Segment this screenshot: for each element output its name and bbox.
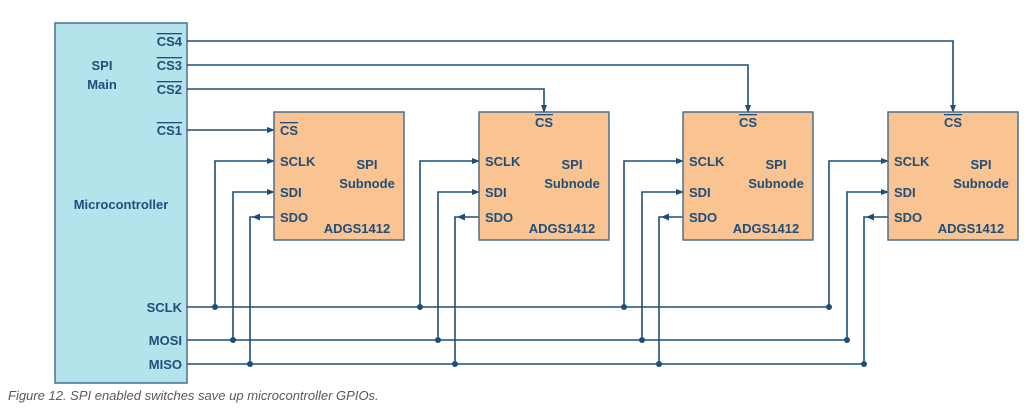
subnode-sclk-label-2: SCLK <box>485 154 521 169</box>
main-title-line1: SPI <box>92 58 113 73</box>
subnode-title-line1-3: SPI <box>766 157 787 172</box>
sdi-wire-2 <box>437 189 480 340</box>
sdo-wire-1 <box>249 216 274 364</box>
cs4-wire <box>187 40 956 113</box>
sdo-arrow-icon-4 <box>866 213 874 221</box>
subnode-sdo-label-2: SDO <box>485 210 513 225</box>
subnode-box-2 <box>478 111 610 241</box>
subnode-sdi-label-3: SDI <box>689 185 711 200</box>
subnode-cs-label-3: CS <box>739 115 757 130</box>
junction-dot-miso-2 <box>452 361 458 367</box>
subnode-title-line2-2: Subnode <box>544 176 600 191</box>
cs-label-cs3: CS3 <box>157 58 182 73</box>
junction-dot-mosi-2 <box>435 337 441 343</box>
sdi-wire-1 <box>232 189 275 340</box>
sclk-wire-1 <box>214 158 275 307</box>
cs-label-cs1: CS1 <box>157 123 182 138</box>
junction-dot-sclk-4 <box>826 304 832 310</box>
cs-label-cs4: CS4 <box>157 34 183 49</box>
sdo-wire-4 <box>863 216 888 364</box>
sdi-wire-4 <box>846 189 889 340</box>
sdo-wire-2 <box>454 216 479 364</box>
junction-dot-sclk-2 <box>417 304 423 310</box>
subnode-sclk-label-3: SCLK <box>689 154 725 169</box>
subnode-part-label-2: ADGS1412 <box>529 221 595 236</box>
subnode-title-line1-2: SPI <box>562 157 583 172</box>
junction-dot-miso-3 <box>656 361 662 367</box>
bus-label-mosi: MOSI <box>149 333 182 348</box>
subnode-cs-label-1: CS <box>280 123 298 138</box>
sdo-arrow-icon-2 <box>457 213 465 221</box>
sclk-wire-3 <box>623 158 684 307</box>
junction-dot-sclk-3 <box>621 304 627 310</box>
subnode-box-3 <box>682 111 814 241</box>
subnode-part-label-4: ADGS1412 <box>938 221 1004 236</box>
subnode-sdi-label-4: SDI <box>894 185 916 200</box>
sclk-wire-2 <box>419 158 480 307</box>
junction-dot-mosi-4 <box>844 337 850 343</box>
subnode-sdi-label-2: SDI <box>485 185 507 200</box>
subnode-part-label-1: ADGS1412 <box>324 221 390 236</box>
sdo-arrow-icon-1 <box>252 213 260 221</box>
sdo-arrow-icon-3 <box>661 213 669 221</box>
subnode-sdo-label-3: SDO <box>689 210 717 225</box>
junction-dot-miso-4 <box>861 361 867 367</box>
subnode-sclk-label-4: SCLK <box>894 154 930 169</box>
subnode-title-line1-1: SPI <box>357 157 378 172</box>
subnode-title-line1-4: SPI <box>971 157 992 172</box>
junction-dot-sclk-1 <box>212 304 218 310</box>
bus-label-sclk: SCLK <box>147 300 183 315</box>
subnode-part-label-3: ADGS1412 <box>733 221 799 236</box>
junction-dot-miso-1 <box>247 361 253 367</box>
subnode-cs-label-4: CS <box>944 115 962 130</box>
subnode-title-line2-4: Subnode <box>953 176 1009 191</box>
bus-label-miso: MISO <box>149 357 182 372</box>
sclk-wire-4 <box>828 158 889 307</box>
subnode-sclk-label-1: SCLK <box>280 154 316 169</box>
subnode-box-4 <box>887 111 1019 241</box>
subnode-box-1 <box>273 111 405 241</box>
junction-dot-mosi-3 <box>639 337 645 343</box>
main-name: Microcontroller <box>74 197 169 212</box>
microcontroller-box <box>54 22 188 384</box>
subnode-title-line2-1: Subnode <box>339 176 395 191</box>
cs3-wire <box>187 64 751 113</box>
sdo-wire-3 <box>658 216 683 364</box>
subnode-sdo-label-4: SDO <box>894 210 922 225</box>
cs-label-cs2: CS2 <box>157 82 182 97</box>
figure-caption: Figure 12. SPI enabled switches save up … <box>8 388 379 403</box>
subnode-title-line2-3: Subnode <box>748 176 804 191</box>
cs2-wire <box>187 88 547 113</box>
subnode-sdi-label-1: SDI <box>280 185 302 200</box>
junction-dot-mosi-1 <box>230 337 236 343</box>
subnode-sdo-label-1: SDO <box>280 210 308 225</box>
main-title-line2: Main <box>87 77 117 92</box>
sdi-wire-3 <box>641 189 684 340</box>
subnode-cs-label-2: CS <box>535 115 553 130</box>
